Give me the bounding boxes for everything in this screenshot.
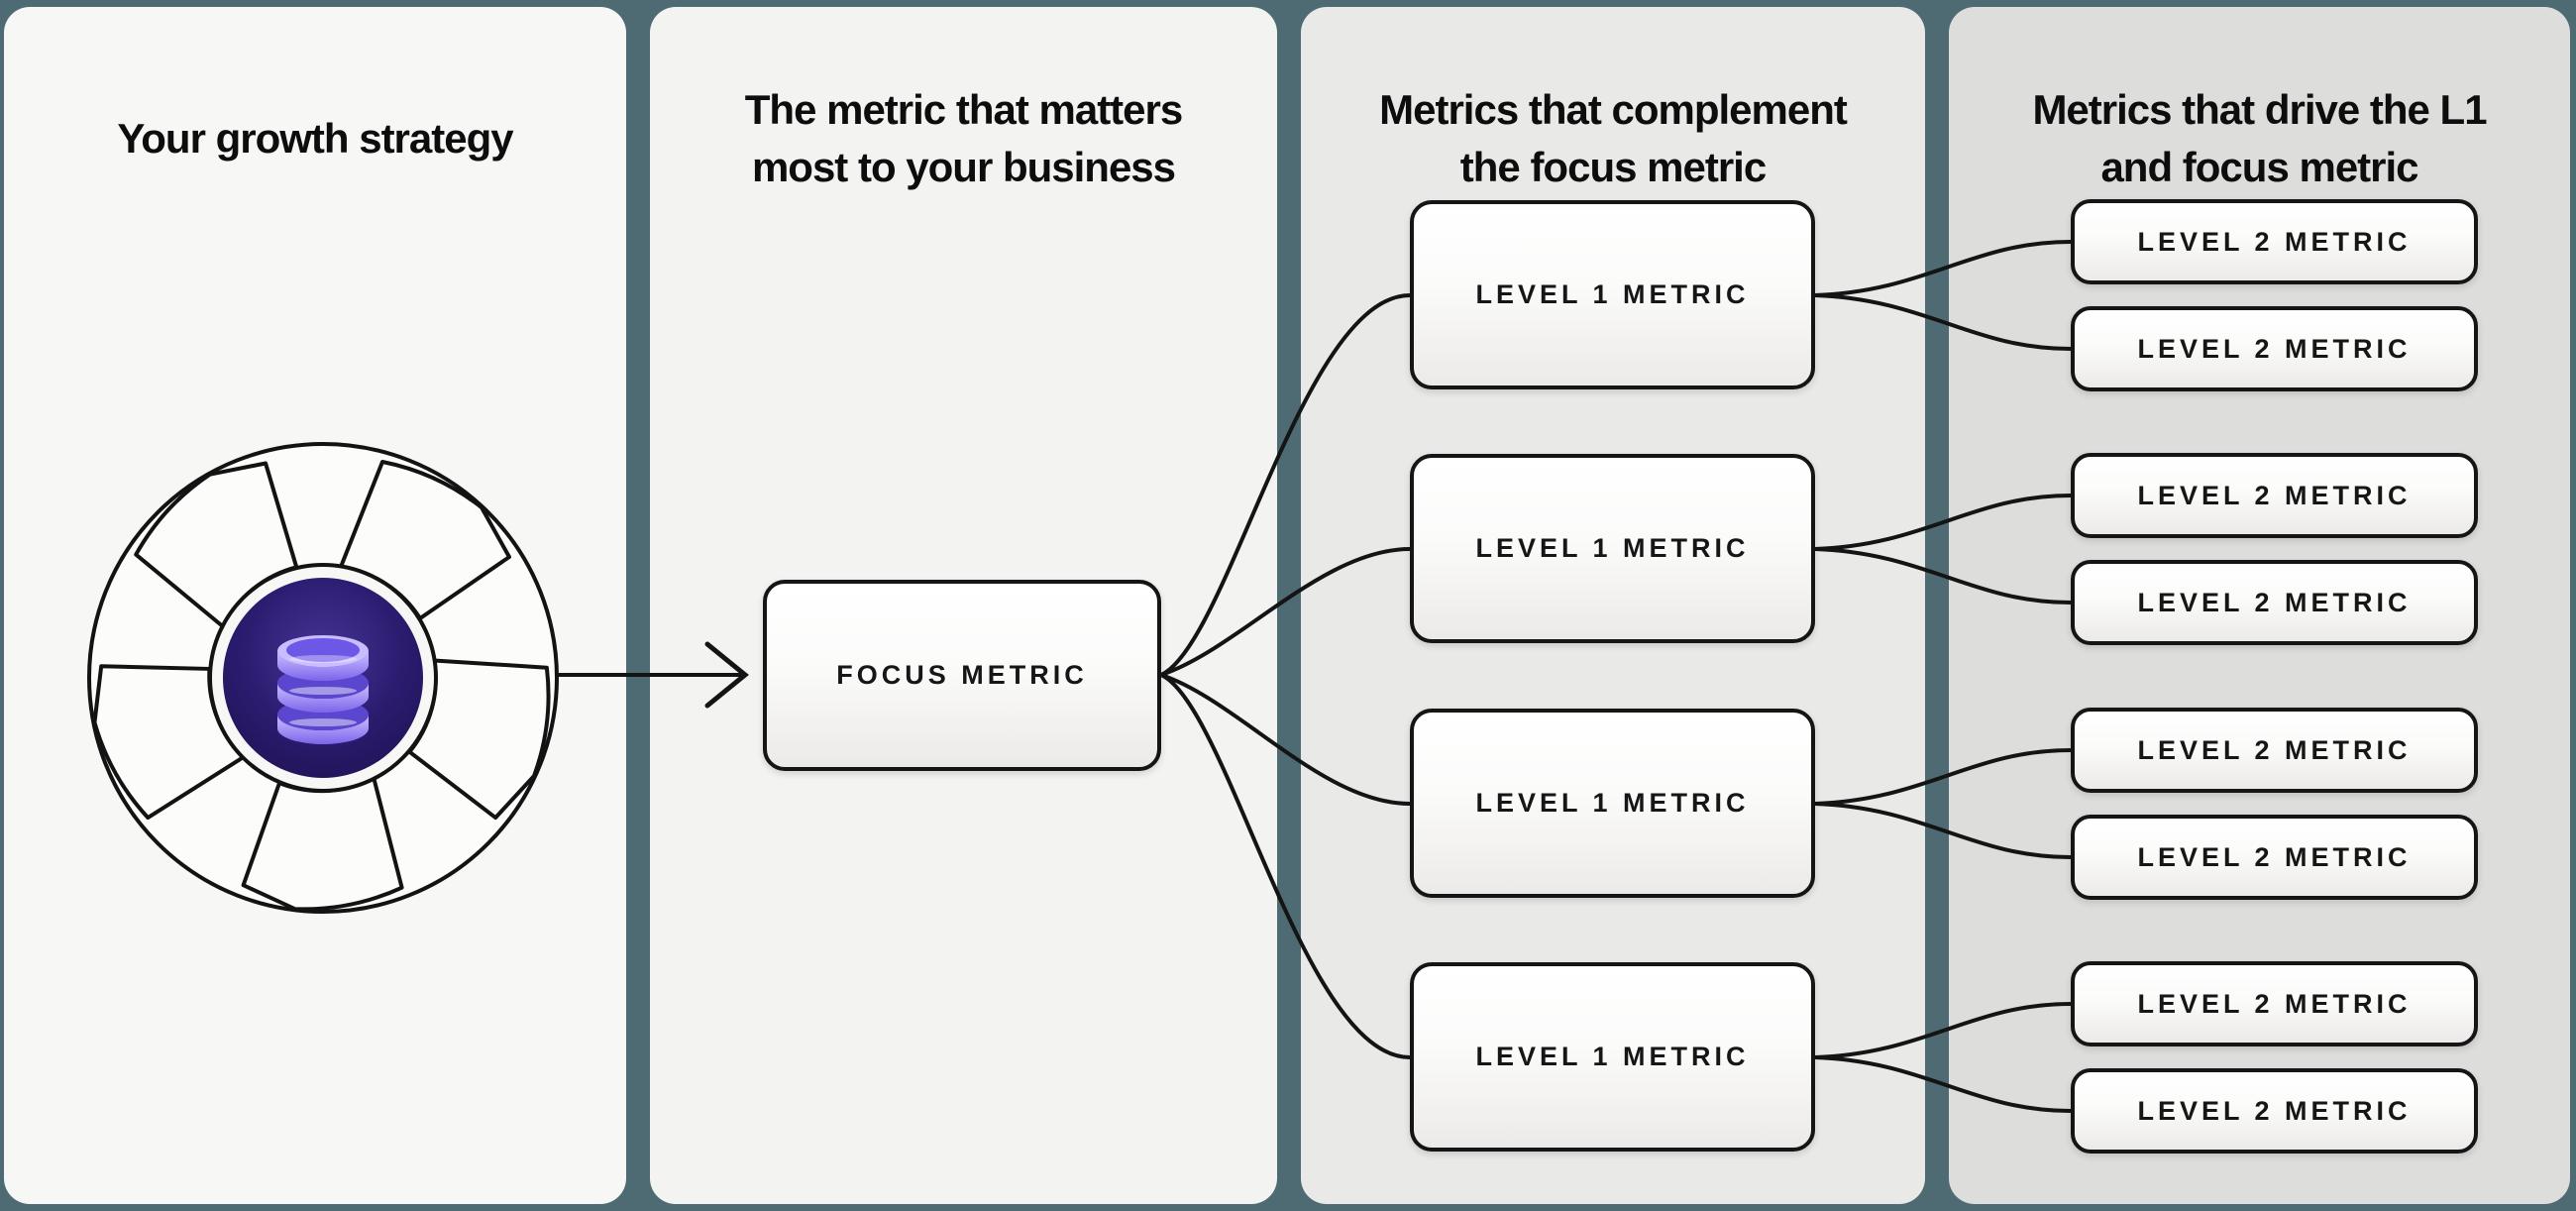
panel-title-line: and focus metric: [2100, 143, 2418, 190]
panel-title-line: the focus metric: [1459, 143, 1767, 190]
panel-title-line: Metrics that drive the L1: [2032, 86, 2487, 134]
flywheel-blades: [92, 460, 551, 912]
panel-focus-metric-title: The metric that matters most to your bus…: [650, 7, 1277, 270]
level-2-metric-node: LEVEL 2 METRIC: [2071, 961, 2478, 1046]
level-2-metric-label: LEVEL 2 METRIC: [2137, 1095, 2412, 1126]
level-1-metric-node: LEVEL 1 METRIC: [1410, 200, 1815, 389]
panel-title-line: most to your business: [751, 143, 1176, 190]
level-2-metric-node: LEVEL 2 METRIC: [2071, 560, 2478, 645]
level-2-metric-label: LEVEL 2 METRIC: [2137, 333, 2412, 364]
panel-level-2-metrics-title: Metrics that drive the L1 and focus metr…: [1949, 7, 2570, 270]
level-1-metric-label: LEVEL 1 METRIC: [1475, 279, 1750, 309]
database-icon: [277, 635, 369, 744]
focus-metric-label: FOCUS METRIC: [836, 660, 1088, 690]
level-2-metric-label: LEVEL 2 METRIC: [2137, 226, 2412, 257]
level-1-metric-label: LEVEL 1 METRIC: [1475, 533, 1750, 563]
level-1-metric-label: LEVEL 1 METRIC: [1475, 788, 1750, 818]
panel-level-1-metrics-title: Metrics that complement the focus metric: [1301, 7, 1925, 270]
level-2-metric-label: LEVEL 2 METRIC: [2137, 988, 2412, 1019]
level-2-metric-label: LEVEL 2 METRIC: [2137, 480, 2412, 510]
level-2-metric-label: LEVEL 2 METRIC: [2137, 841, 2412, 872]
level-1-metric-node: LEVEL 1 METRIC: [1410, 454, 1815, 643]
panel-title-line: The metric that matters: [744, 86, 1183, 134]
focus-metric-node: FOCUS METRIC: [763, 580, 1161, 771]
level-2-metric-node: LEVEL 2 METRIC: [2071, 1068, 2478, 1154]
level-2-metric-node: LEVEL 2 METRIC: [2071, 306, 2478, 391]
level-1-metric-node: LEVEL 1 METRIC: [1410, 962, 1815, 1152]
growth-flywheel-icon: [87, 442, 559, 914]
panel-growth-strategy-title: Your growth strategy: [4, 7, 626, 270]
level-2-metric-label: LEVEL 2 METRIC: [2137, 734, 2412, 765]
level-1-metric-node: LEVEL 1 METRIC: [1410, 709, 1815, 898]
panel-title-line: Your growth strategy: [117, 114, 513, 162]
level-2-metric-label: LEVEL 2 METRIC: [2137, 587, 2412, 617]
level-2-metric-node: LEVEL 2 METRIC: [2071, 199, 2478, 284]
level-1-metric-label: LEVEL 1 METRIC: [1475, 1042, 1750, 1071]
level-2-metric-node: LEVEL 2 METRIC: [2071, 453, 2478, 538]
panel-title-line: Metrics that complement: [1379, 86, 1848, 134]
level-2-metric-node: LEVEL 2 METRIC: [2071, 708, 2478, 793]
level-2-metric-node: LEVEL 2 METRIC: [2071, 815, 2478, 900]
